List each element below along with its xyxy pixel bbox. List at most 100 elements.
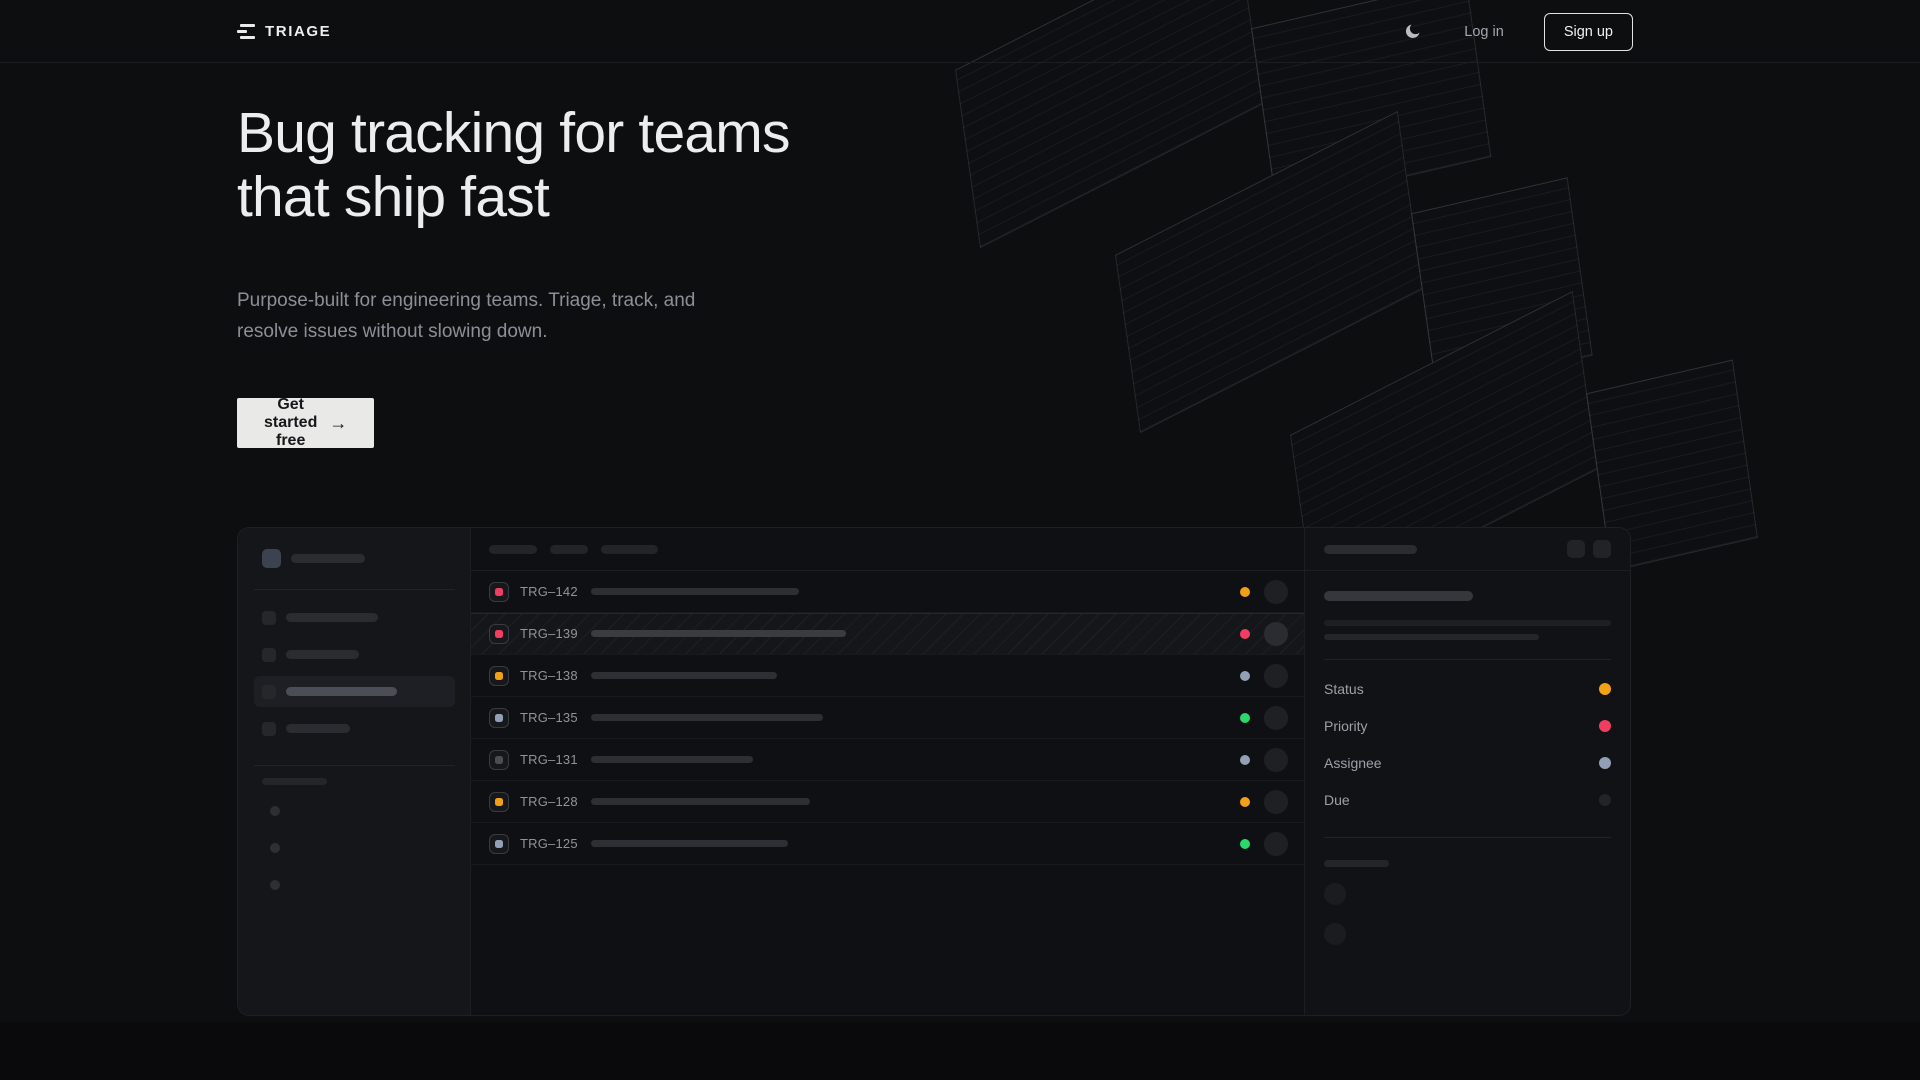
issue-type-glyph [495, 755, 503, 764]
field-label: Priority [1324, 717, 1368, 734]
issue-type-icon [489, 791, 509, 812]
assignee-avatar [1264, 747, 1288, 772]
issue-row[interactable]: TRG–139 [471, 613, 1304, 655]
issue-title-placeholder [590, 588, 799, 595]
brand-name: TRIAGE [265, 23, 332, 40]
sidebar-nav [254, 602, 455, 744]
issue-title-placeholder [590, 630, 846, 637]
status-dot [1240, 838, 1250, 849]
issue-row[interactable]: TRG–131 [471, 739, 1304, 781]
list-dot [270, 806, 280, 816]
panel-header-buttons [1567, 540, 1611, 558]
panel-action-button[interactable] [1567, 540, 1585, 558]
skeleton-bar [286, 687, 397, 696]
issue-type-glyph [495, 629, 503, 638]
issue-type-glyph [495, 797, 503, 806]
divider [254, 589, 455, 590]
assignee-avatar [1264, 789, 1288, 814]
sidebar-item[interactable] [254, 639, 455, 670]
issue-meta [1240, 621, 1288, 646]
field-label: Due [1324, 791, 1350, 808]
issue-id: TRG–125 [520, 836, 578, 851]
issue-meta [1240, 831, 1288, 856]
issue-id: TRG–139 [520, 626, 578, 641]
signup-button[interactable]: Sign up [1543, 12, 1633, 51]
issue-row[interactable]: TRG–135 [471, 697, 1304, 739]
list-dot [270, 843, 280, 853]
assignee-avatar [1264, 621, 1288, 646]
detail-field-row[interactable]: Priority [1324, 707, 1611, 744]
issue-title-placeholder [1324, 591, 1473, 601]
issue-id: TRG–131 [520, 752, 578, 767]
brand-logo[interactable]: TRIAGE [237, 23, 331, 40]
filter-tab-placeholder[interactable] [601, 544, 658, 554]
sidebar-item-active[interactable] [254, 676, 455, 707]
assignee-avatar [1264, 663, 1288, 688]
detail-panel-body: Status Priority Assignee [1305, 571, 1630, 963]
activity-section-label-placeholder [1324, 860, 1389, 867]
issue-meta [1240, 663, 1288, 688]
sidebar-item-icon [262, 610, 276, 625]
app-preview-card: TRG–142 TRG–139 [237, 527, 1631, 1016]
skeleton-bar [291, 554, 365, 563]
sidebar-item[interactable] [254, 713, 455, 744]
theme-toggle-button[interactable] [1400, 20, 1424, 44]
issue-title-placeholder [590, 798, 810, 805]
field-value-dot [1599, 793, 1611, 806]
detail-field-row[interactable]: Status [1324, 670, 1611, 707]
issue-meta [1240, 705, 1288, 730]
issue-detail-panel: Status Priority Assignee [1305, 528, 1630, 1015]
sidebar-item-icon [262, 721, 276, 736]
issue-meta [1240, 579, 1288, 604]
login-link[interactable]: Log in [1464, 23, 1504, 40]
issue-row[interactable]: TRG–125 [471, 823, 1304, 865]
moon-icon [1405, 24, 1420, 39]
field-value-dot [1599, 756, 1611, 769]
preview-sidebar [238, 528, 471, 1015]
description-placeholder [1324, 620, 1611, 626]
status-dot [1240, 628, 1250, 639]
skeleton-bar [286, 613, 378, 622]
issue-rows: TRG–142 TRG–139 [471, 571, 1304, 865]
assignee-avatar [1264, 705, 1288, 730]
top-nav-inner: TRIAGE Log in Sign up [237, 0, 1633, 63]
list-dot [270, 880, 280, 890]
sidebar-item-icon [262, 684, 276, 699]
issue-meta [1240, 789, 1288, 814]
filter-tab-placeholder[interactable] [489, 544, 537, 554]
issue-id: TRG–128 [520, 794, 578, 809]
get-started-button[interactable]: Get started free → [237, 396, 375, 449]
issue-type-glyph [495, 671, 503, 680]
detail-fields: Status Priority Assignee [1324, 670, 1611, 818]
workspace-avatar [262, 549, 281, 568]
status-dot [1240, 586, 1250, 597]
activity-avatar [1324, 923, 1346, 945]
issue-row[interactable]: TRG–138 [471, 655, 1304, 697]
issue-type-icon [489, 623, 509, 644]
issue-title-placeholder [590, 672, 777, 679]
divider [1324, 659, 1611, 660]
footer-section [0, 1022, 1920, 1080]
divider [1324, 837, 1611, 838]
filter-tab-placeholder[interactable] [550, 544, 588, 554]
workspace-switcher[interactable] [262, 549, 455, 568]
detail-field-row[interactable]: Due [1324, 781, 1611, 818]
field-value-dot [1599, 719, 1611, 732]
skeleton-bar [286, 724, 350, 733]
field-label: Assignee [1324, 754, 1382, 771]
issue-type-icon [489, 749, 509, 770]
sidebar-list [270, 806, 455, 890]
detail-panel-header [1305, 528, 1630, 571]
field-label: Status [1324, 680, 1364, 697]
issue-row[interactable]: TRG–128 [471, 781, 1304, 823]
sidebar-item[interactable] [254, 602, 455, 633]
issue-row[interactable]: TRG–142 [471, 571, 1304, 613]
status-dot [1240, 796, 1250, 807]
detail-field-row[interactable]: Assignee [1324, 744, 1611, 781]
panel-action-button[interactable] [1593, 540, 1611, 558]
status-dot [1240, 670, 1250, 681]
issue-type-glyph [495, 713, 503, 722]
field-value-dot [1599, 682, 1611, 695]
issue-title-placeholder [590, 840, 788, 847]
